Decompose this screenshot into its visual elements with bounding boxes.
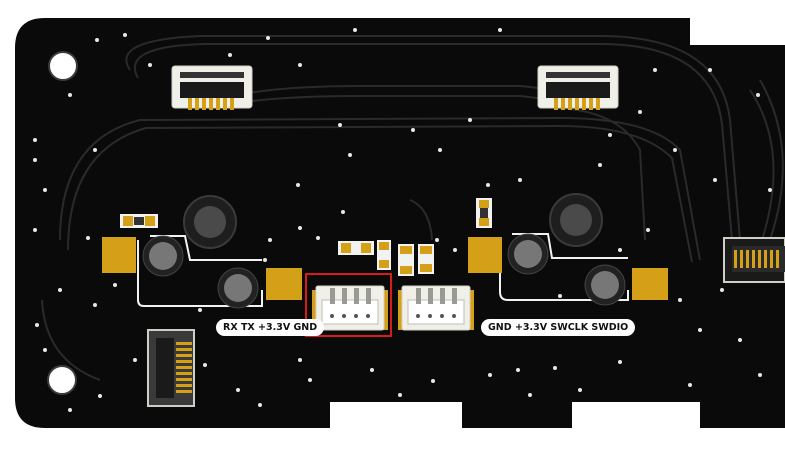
- mounting-hole-bottom-left: [47, 365, 77, 395]
- fpc-connector-bottom: [147, 329, 195, 407]
- left-button-group: [102, 195, 302, 309]
- traces: [41, 35, 784, 381]
- fpc-connector-right: [537, 65, 619, 110]
- smd-components: [120, 198, 492, 276]
- mounting-holes: [47, 51, 78, 395]
- swd-header-label: GND +3.3V SWCLK SWDIO: [481, 319, 636, 336]
- uart-connector: [312, 285, 388, 331]
- fpc-connector-left: [171, 65, 253, 110]
- swd-connector: [398, 285, 474, 331]
- uart-header-label: RX TX +3.3V GND: [216, 319, 325, 336]
- highlight-box: [305, 273, 392, 337]
- right-button-group: [468, 193, 668, 306]
- edge-connector-right: [723, 237, 785, 283]
- mounting-hole-top-left: [48, 51, 78, 81]
